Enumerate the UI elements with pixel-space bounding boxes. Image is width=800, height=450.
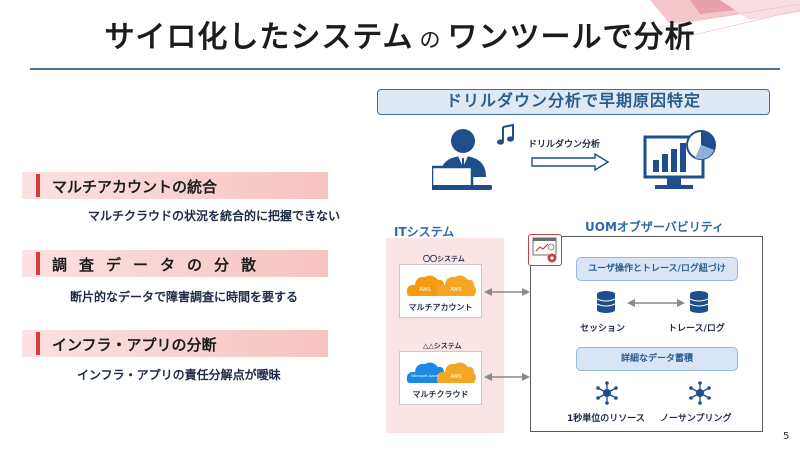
system-label-1: 〇〇システム — [423, 255, 465, 263]
problem-desc-3: インフラ・アプリの責任分解点が曖昧 — [77, 368, 281, 382]
network-node-icon — [689, 381, 711, 405]
uom-title: UOMオブザーバビリティ — [585, 220, 725, 234]
no-sampling-label: ノーサンプリング — [660, 414, 732, 424]
trace-link-pill: ユーザ操作とトレース/ログ紐づけ — [576, 257, 738, 281]
system-name-1: マルチアカウント — [408, 303, 473, 312]
problem-label-2: 調査データの分散 — [52, 256, 269, 274]
person-laptop-icon — [432, 129, 492, 190]
connection-arrow-icon — [484, 373, 530, 381]
music-note-icon — [497, 123, 514, 145]
title-divider — [30, 68, 780, 70]
bidirectional-arrow-icon — [627, 299, 685, 307]
title-connector: の — [419, 28, 442, 52]
connection-arrow-icon — [484, 288, 530, 296]
cloud-text: Microsoft Azure — [411, 373, 439, 378]
system-name-2: マルチクラウド — [412, 390, 469, 399]
problem-banner-1: マルチアカウントの統合 — [22, 172, 328, 199]
page-number: 5 — [783, 431, 790, 442]
network-node-icon — [596, 381, 618, 405]
problem-accent-bar — [36, 252, 40, 275]
system-card-multicloud: Microsoft Azure AWS マルチクラウド — [399, 351, 482, 405]
drilldown-arrow-icon — [531, 153, 609, 171]
cloud-text: AWS — [450, 374, 462, 380]
problem-label-1: マルチアカウントの統合 — [52, 178, 218, 196]
uom-dashboard-icon — [528, 234, 562, 266]
dashboard-gear-icon — [532, 237, 557, 263]
database-icon — [596, 291, 616, 313]
aws-clouds-icon: AWS AWS — [406, 275, 476, 296]
system-card-multiaccount: AWS AWS マルチアカウント — [399, 264, 482, 318]
problem-accent-bar — [36, 174, 40, 197]
data-storage-pill: 詳細なデータ蓄積 — [576, 347, 738, 371]
drilldown-banner: ドリルダウン分析で早期原因特定 — [377, 89, 770, 115]
title-part1: サイロ化したシステム — [104, 20, 414, 55]
problem-label-3: インフラ・アプリの分断 — [52, 336, 217, 354]
drilldown-label: ドリルダウン分析 — [528, 140, 601, 150]
cloud-text: AWS — [419, 287, 431, 293]
slide-title: サイロ化したシステムのワンツールで分析 — [0, 12, 800, 56]
problem-accent-bar — [36, 332, 40, 355]
session-label: セッション — [580, 324, 626, 334]
it-system-title: ITシステム — [394, 225, 455, 239]
problem-banner-2: 調査データの分散 — [22, 250, 328, 277]
problem-desc-2: 断片的なデータで障害調査に時間を要する — [70, 290, 299, 304]
title-part2: ワンツールで分析 — [447, 20, 696, 55]
database-icon — [689, 291, 709, 313]
problem-desc-1: マルチクラウドの状況を統合的に把握できない — [88, 209, 341, 223]
resource-label: 1秒単位のリソース — [567, 414, 645, 424]
system-label-2: △△システム — [423, 342, 462, 350]
decorative-stripes — [639, 0, 800, 39]
cloud-text: AWS — [450, 287, 462, 293]
trace-log-label: トレース/ログ — [668, 324, 725, 334]
problem-banner-3: インフラ・アプリの分断 — [22, 330, 328, 357]
azure-aws-clouds-icon: Microsoft Azure AWS — [406, 362, 476, 383]
analytics-monitor-icon — [643, 130, 716, 189]
